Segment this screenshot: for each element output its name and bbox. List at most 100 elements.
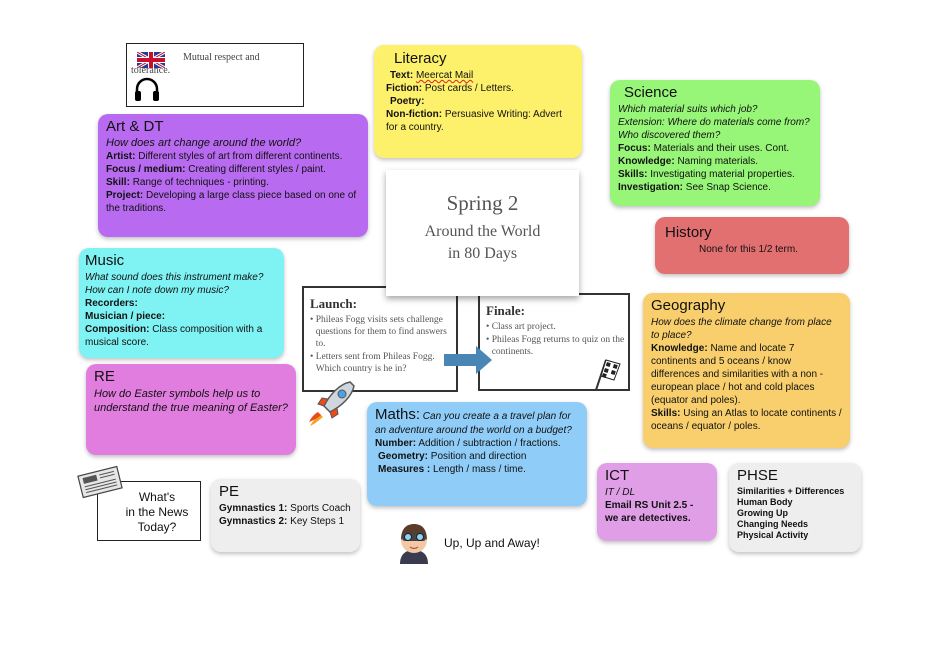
literacy-nonfiction-label: Non-fiction: bbox=[386, 109, 443, 120]
science-knowledge-value: Naming materials. bbox=[677, 156, 759, 167]
literacy-fiction-label: Fiction: bbox=[386, 83, 423, 94]
literacy-title: Literacy bbox=[394, 50, 447, 67]
maths-question: Can you create a a travel plan for an ad… bbox=[375, 411, 572, 436]
topic-line-1: Around the World bbox=[424, 223, 541, 240]
ict-title: ICT bbox=[605, 467, 630, 484]
geography-question: How does the climate change from place t… bbox=[651, 317, 832, 341]
newspaper-icon bbox=[77, 465, 123, 499]
finale-title: Finale: bbox=[486, 303, 525, 318]
headphones-icon bbox=[135, 77, 159, 101]
pe-g1-label: Gymnastics 1: bbox=[219, 503, 288, 514]
geography-box: Geography How does the climate change fr… bbox=[643, 293, 850, 448]
science-skills-label: Skills: bbox=[618, 169, 648, 180]
history-title: History bbox=[665, 224, 712, 241]
maths-measures-value: Length / mass / time. bbox=[433, 464, 526, 475]
science-knowledge-label: Knowledge: bbox=[618, 156, 675, 167]
art-focus-value: Creating different styles / paint. bbox=[188, 164, 326, 175]
literacy-nonfiction-value: Persuasive Writing: Advert for a country… bbox=[386, 109, 562, 133]
music-recorders: Recorders: bbox=[85, 298, 138, 309]
uk-flag-icon bbox=[137, 52, 165, 68]
chequered-flag-icon bbox=[595, 359, 621, 391]
art-skill-label: Skill: bbox=[106, 177, 130, 188]
respect-text: Mutual respect and tolerance. bbox=[131, 52, 260, 76]
science-investigation-label: Investigation: bbox=[618, 182, 684, 193]
music-box: Music What sound does this instrument ma… bbox=[79, 248, 284, 358]
literacy-text-value: Meercat Mail bbox=[415, 70, 474, 81]
history-text: None for this 1/2 term. bbox=[699, 244, 798, 255]
finale-bullet-1: Class art project. bbox=[491, 322, 556, 332]
art-box: Art & DT How does art change around the … bbox=[98, 114, 368, 237]
literacy-poetry-label: Poetry: bbox=[390, 96, 425, 107]
re-title: RE bbox=[94, 368, 115, 385]
geography-skills-value: Using an Atlas to locate continents / oc… bbox=[651, 408, 842, 432]
news-line-3: Today? bbox=[137, 520, 177, 534]
literacy-text-label: Text: bbox=[390, 70, 414, 81]
science-q2: Extension: Where do materials come from?… bbox=[618, 117, 810, 141]
science-investigation-value: See Snap Science. bbox=[685, 182, 771, 193]
launch-bullet-2: Letters sent from Phileas Fogg. Which co… bbox=[315, 352, 435, 374]
maths-number-value: Addition / subtraction / fractions. bbox=[418, 438, 561, 449]
music-q2: How can I note down my music? bbox=[85, 285, 229, 296]
science-q1: Which material suits which job? bbox=[618, 104, 758, 115]
geography-skills-label: Skills: bbox=[651, 408, 681, 419]
phse-title: PHSE bbox=[737, 467, 778, 484]
art-project-label: Project: bbox=[106, 190, 144, 201]
finale-bullet-2: Phileas Fogg returns to quiz on the cont… bbox=[491, 335, 625, 357]
news-box: What's in the News Today? bbox=[97, 481, 201, 541]
phse-item: Changing Needs bbox=[737, 519, 809, 529]
phse-item: Similarities + Differences bbox=[737, 486, 845, 496]
re-question: How do Easter symbols help us to underst… bbox=[94, 388, 288, 414]
pe-title: PE bbox=[219, 483, 240, 500]
pe-g1-value: Sports Coach bbox=[290, 503, 351, 514]
topic-term: Spring 2 bbox=[446, 191, 519, 215]
music-title: Music bbox=[85, 252, 125, 269]
pe-g2-label: Gymnastics 2: bbox=[219, 516, 288, 527]
maths-geometry-value: Position and direction bbox=[430, 451, 527, 462]
launch-title: Launch: bbox=[310, 296, 357, 311]
phse-box: PHSE Similarities + Differences Human Bo… bbox=[729, 463, 861, 552]
art-skill-value: Range of techniques - printing. bbox=[132, 177, 269, 188]
music-musician: Musician / piece: bbox=[85, 311, 166, 322]
art-artist-label: Artist: bbox=[106, 151, 136, 162]
music-q1: What sound does this instrument make? bbox=[85, 272, 264, 283]
literacy-fiction-value: Post cards / Letters. bbox=[424, 83, 514, 94]
ict-text: Email RS Unit 2.5 - we are detectives. bbox=[605, 500, 694, 524]
maths-measures-label: Measures : bbox=[378, 464, 431, 475]
pe-box: PE Gymnastics 1: Sports Coach Gymnastics… bbox=[211, 479, 360, 552]
arrow-icon bbox=[444, 346, 492, 374]
art-title: Art & DT bbox=[106, 118, 164, 135]
literacy-box: Literacy Text: Meercat Mail Fiction: Pos… bbox=[374, 45, 582, 158]
art-question: How does art change around the world? bbox=[106, 137, 302, 149]
topic-line-2: in 80 Days bbox=[447, 245, 518, 262]
maths-title: Maths: bbox=[375, 406, 421, 423]
phse-item: Physical Activity bbox=[737, 530, 809, 540]
pe-g2-value: Key Steps 1 bbox=[290, 516, 345, 527]
art-focus-label: Focus / medium: bbox=[106, 164, 186, 175]
ict-sub: IT / DL bbox=[605, 487, 636, 498]
science-focus-label: Focus: bbox=[618, 143, 651, 154]
art-project-value: Developing a large class piece based on … bbox=[106, 190, 357, 214]
music-composition-label: Composition: bbox=[85, 324, 150, 335]
topic-title-card: Spring 2 Around the World in 80 Days bbox=[386, 170, 579, 296]
respect-box: Mutual respect and tolerance. bbox=[126, 43, 304, 107]
rocket-icon bbox=[309, 381, 355, 426]
re-box: RE How do Easter symbols help us to unde… bbox=[86, 364, 296, 455]
geography-knowledge-value: Name and locate 7 continents and 5 ocean… bbox=[651, 343, 824, 406]
phse-item: Human Body bbox=[737, 497, 793, 507]
geography-knowledge-label: Knowledge: bbox=[651, 343, 708, 354]
maths-box: Maths: Can you create a a travel plan fo… bbox=[367, 402, 587, 506]
art-artist-value: Different styles of art from different c… bbox=[138, 151, 343, 162]
maths-number-label: Number: bbox=[375, 438, 417, 449]
news-line-2: in the News bbox=[125, 505, 189, 519]
up-up-away-text: Up, Up and Away! bbox=[444, 536, 540, 550]
launch-bullet-1: Phileas Fogg visits sets challenge quest… bbox=[315, 315, 447, 349]
science-box: Science Which material suits which job? … bbox=[610, 80, 820, 206]
science-skills-value: Investigating material properties. bbox=[650, 169, 795, 180]
history-box: History None for this 1/2 term. bbox=[655, 217, 849, 274]
ict-box: ICT IT / DL Email RS Unit 2.5 - we are d… bbox=[597, 463, 717, 541]
geography-title: Geography bbox=[651, 297, 726, 314]
phse-item: Growing Up bbox=[737, 508, 788, 518]
news-line-1: What's bbox=[138, 490, 176, 504]
science-focus-value: Materials and their uses. Cont. bbox=[653, 143, 790, 154]
aviator-avatar-icon bbox=[400, 524, 428, 564]
